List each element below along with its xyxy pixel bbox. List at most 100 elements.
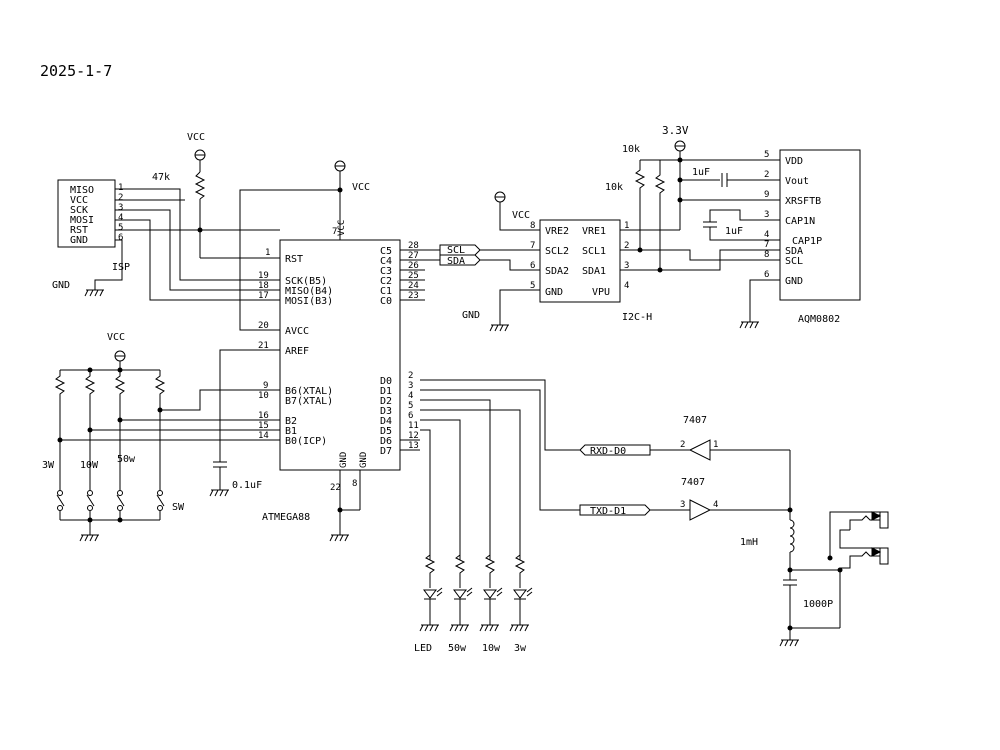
mcu-pin-label: D2 [380, 396, 392, 407]
gnd-label: GND [462, 310, 480, 321]
i2c-pin-label: GND [545, 287, 563, 298]
mcu-pin-label: B2 [285, 416, 297, 427]
isp-pin-label: MOSI [70, 215, 94, 226]
mcu-vcc-num: 7 [332, 227, 337, 237]
isp-pin-num: 3 [118, 203, 123, 213]
i2c-pin-label: SDA2 [545, 266, 569, 277]
i2c-name: I2C-H [622, 312, 652, 323]
ground-symbol [489, 324, 509, 332]
lcd-pin-label: XRSFTB [785, 196, 821, 207]
resistor-sw3 [114, 370, 126, 420]
lcd-pin-num: 3 [764, 210, 769, 220]
lcd-pin-label: CAP1P [792, 236, 822, 247]
switch-bank [56, 410, 165, 535]
isp-pin-num: 4 [118, 213, 123, 223]
lcd-name: AQM0802 [798, 314, 840, 325]
mcu-pin-num: 10 [258, 391, 269, 401]
mcu-pin-label: D7 [380, 446, 392, 457]
mcu-pin-num: 21 [258, 341, 269, 351]
i2c-pin-num: 8 [530, 221, 535, 231]
resistor-led [424, 554, 436, 588]
mcu-pin-label: C4 [380, 256, 392, 267]
sw-label: SW [172, 502, 185, 513]
lcd-pin-num: 6 [764, 270, 769, 280]
lcd-pin-num: 5 [764, 150, 769, 160]
i2c-pin-label: VRE2 [545, 226, 569, 237]
mcu-pin-label: MOSI(B3) [285, 296, 333, 307]
led-label: 3w [514, 643, 527, 654]
mcu-pin-num: 17 [258, 291, 269, 301]
led-label: 10w [482, 643, 501, 654]
mcu-pin-label: RST [285, 254, 303, 265]
v33-label: 3.3V [662, 124, 689, 137]
i2c-pin-num: 1 [624, 221, 629, 231]
mcu-pin-num: 11 [408, 421, 419, 431]
r-pu2-value: 10k [605, 182, 623, 193]
mcu-pin-label: B6(XTAL) [285, 386, 333, 397]
isp-pin-num: 1 [118, 183, 123, 193]
mcu-pin-num: 2 [408, 371, 413, 381]
lcd-pin-num: 2 [764, 170, 769, 180]
buffer-pin: 4 [713, 500, 718, 510]
mcu-pin-num: 3 [408, 381, 413, 391]
resistor-pullup2 [654, 160, 666, 270]
buffer-pin: 2 [680, 440, 685, 450]
mcu-pin-label: MISO(B4) [285, 286, 333, 297]
buffer-7407-tx [689, 499, 712, 521]
resistor-sw2 [84, 370, 96, 430]
isp-pin-label: GND [70, 235, 88, 246]
ground-symbol [479, 624, 499, 632]
ground-symbol [209, 489, 229, 497]
mcu-pin-num: 27 [408, 251, 419, 261]
i2c-pin-label: SCL1 [582, 246, 606, 257]
led-10w [483, 587, 503, 600]
resistor-rst [194, 171, 206, 200]
net-scl-label: SCL [447, 245, 465, 256]
buffer-pin: 3 [680, 500, 685, 510]
mcu-name: ATMEGA88 [262, 512, 310, 523]
r-rst-value: 47k [152, 172, 170, 183]
c-aref-value: 0.1uF [232, 480, 262, 491]
buffer2-label: 7407 [681, 477, 705, 488]
date-label: 2025-1-7 [40, 62, 112, 80]
lcd-pin-label: SDA [785, 246, 803, 257]
mcu-pin-label: B7(XTAL) [285, 396, 333, 407]
mcu-gnd-label: GND [359, 452, 369, 468]
buffer1-label: 7407 [683, 415, 707, 426]
resistor-50w [454, 554, 466, 588]
led-label: LED [414, 643, 432, 654]
lcd-pin-label: VDD [785, 156, 803, 167]
lcd-pin-num: 7 [764, 240, 769, 250]
lcd-pin-label: GND [785, 276, 803, 287]
mcu-pin-num: 13 [408, 441, 419, 451]
inductor-value: 1mH [740, 537, 758, 548]
net-tag-scl [439, 244, 481, 256]
mcu-pin-num: 15 [258, 421, 269, 431]
mcu-pin-label: C3 [380, 266, 392, 277]
mcu-pin-label: AVCC [285, 326, 309, 337]
ground-symbol [509, 624, 529, 632]
inductor-1mh [789, 519, 795, 553]
ground-symbol [739, 321, 759, 329]
net-rxd-label: RXD-D0 [590, 446, 626, 457]
isp-pin-num: 5 [118, 223, 123, 233]
audio-jack-1 [849, 511, 889, 530]
vcc-label: VCC [512, 210, 530, 221]
lcd-aqm0802: VDD 5 Vout 2 XRSFTB 9 CAP1N 3 CAP1P 4 SD… [764, 149, 861, 325]
mcu-pin-label: D5 [380, 426, 392, 437]
mcu-pin-num: 16 [258, 411, 269, 421]
buffer-pin: 1 [713, 440, 718, 450]
ground-symbol [779, 639, 799, 647]
mcu-pin-label: C2 [380, 276, 392, 287]
isp-pin-label: VCC [70, 195, 88, 206]
i2c-pin-num: 5 [530, 281, 535, 291]
buffer-7407-rx [688, 439, 711, 461]
mcu-pin-label: D1 [380, 386, 392, 397]
net-sda-label: SDA [447, 256, 465, 267]
ground-symbol [79, 534, 99, 542]
mcu-gnd-num: 8 [352, 479, 357, 489]
led-label: 50w [448, 643, 467, 654]
isp-connector: MISO VCC SCK MOSI RST GND 1 2 3 4 5 6 IS… [57, 179, 130, 273]
vcc-label: VCC [187, 132, 205, 143]
